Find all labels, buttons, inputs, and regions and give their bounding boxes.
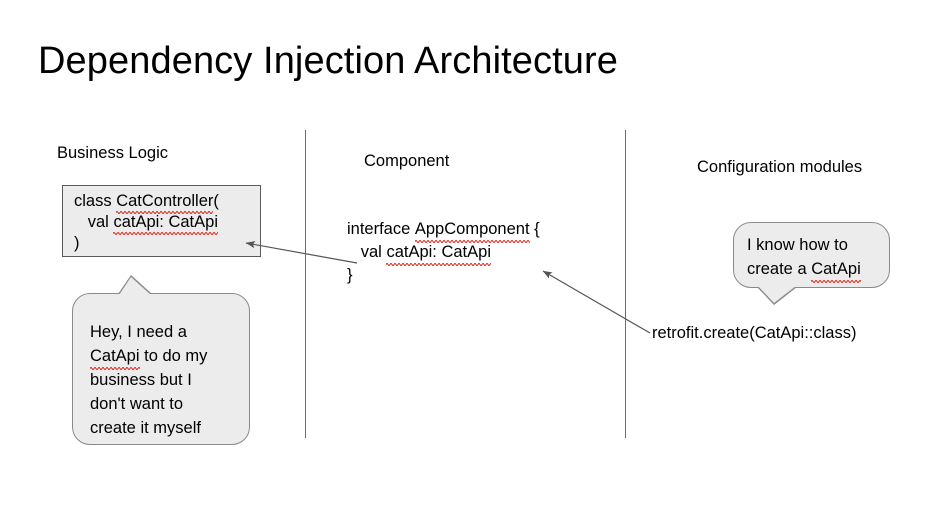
config-bubble-line-1: I know how to bbox=[747, 236, 848, 254]
cat-controller-code-box: class CatController( val catApi: CatApi … bbox=[62, 185, 261, 257]
column-header-component: Component bbox=[364, 152, 450, 170]
business-logic-bubble-text: Hey, I need a CatApi to do my business b… bbox=[90, 320, 207, 440]
column-header-business-logic: Business Logic bbox=[57, 144, 168, 162]
page-title: Dependency Injection Architecture bbox=[38, 40, 618, 82]
app-component-code-text: interface AppComponent { val catApi: Cat… bbox=[347, 218, 540, 287]
bubble-right-tail-fill bbox=[758, 286, 796, 303]
bubble-left-tail-fill bbox=[119, 277, 151, 295]
code-paren-close: ) bbox=[74, 234, 80, 252]
code-property-catapi: catApi: CatApi bbox=[113, 213, 218, 235]
bubble-line-1: Hey, I need a bbox=[90, 323, 187, 341]
code-brace-open: { bbox=[529, 220, 540, 238]
column-divider-2 bbox=[625, 130, 626, 438]
column-divider-1 bbox=[305, 130, 306, 438]
code-identifier-catcontroller: CatController bbox=[116, 192, 214, 214]
code-keyword-val: val bbox=[74, 213, 114, 231]
arrow-retrofit-to-component bbox=[542, 270, 651, 334]
code-brace-close: } bbox=[347, 266, 353, 284]
code-keyword-interface: interface bbox=[347, 220, 415, 238]
cat-controller-code-text: class CatController( val catApi: CatApi … bbox=[74, 191, 219, 254]
bubble-line-2-rest: to do my bbox=[139, 347, 208, 365]
configuration-speech-bubble: I know how to create a CatApi bbox=[733, 222, 890, 288]
code-keyword-val-component: val bbox=[347, 243, 387, 261]
code-keyword-class: class bbox=[74, 192, 117, 210]
column-header-configuration-modules: Configuration modules bbox=[697, 158, 863, 176]
arrow-component-to-controller bbox=[245, 241, 358, 264]
business-logic-speech-bubble: Hey, I need a CatApi to do my business b… bbox=[72, 293, 250, 445]
code-identifier-appcomponent: AppComponent bbox=[414, 218, 530, 243]
bubble-term-catapi: CatApi bbox=[90, 344, 140, 370]
code-property-catapi-component: catApi: CatApi bbox=[386, 241, 491, 266]
config-bubble-line-2-lead: create a bbox=[747, 260, 812, 278]
configuration-bubble-text: I know how to create a CatApi bbox=[747, 233, 861, 283]
bubble-line-4: don't want to bbox=[90, 395, 184, 413]
bubble-line-3: business but I bbox=[90, 371, 192, 389]
bubble-line-5: create it myself bbox=[90, 419, 201, 437]
code-paren-open: ( bbox=[213, 192, 219, 210]
retrofit-create-call: retrofit.create(CatApi::class) bbox=[652, 324, 857, 342]
config-bubble-term-catapi: CatApi bbox=[811, 257, 861, 283]
